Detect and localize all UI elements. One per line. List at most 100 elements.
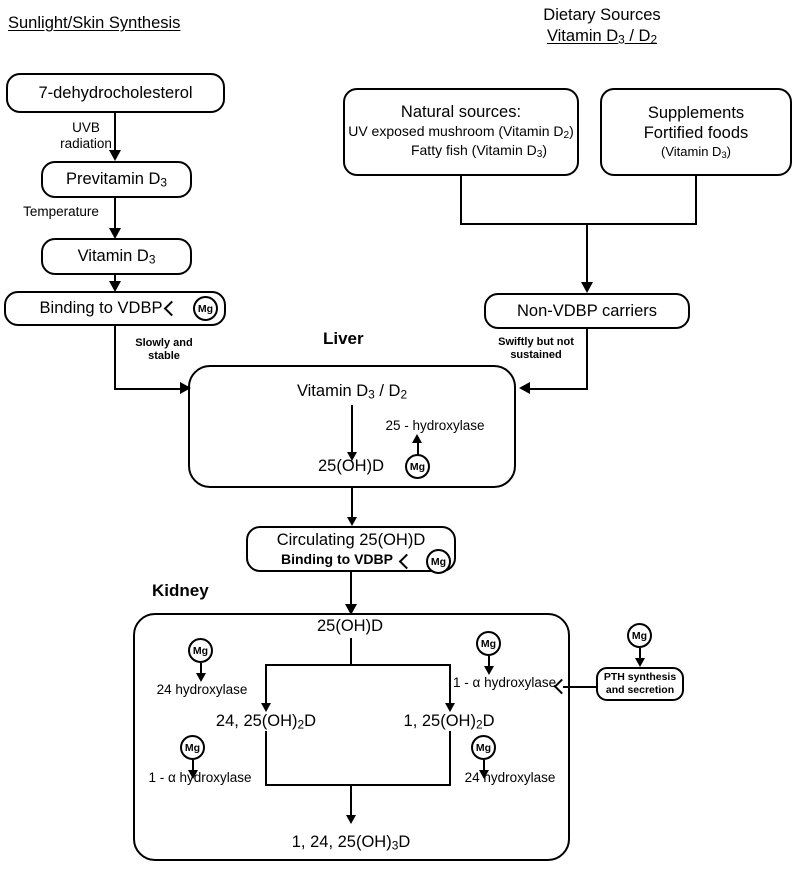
cofactor-mg-24-hydroxylase-right[interactable]: Mg	[471, 735, 496, 760]
connector-mg-to-1a-hydroxylase-left-arrowhead	[188, 770, 198, 779]
node-natural-sources-line3: Fatty fish (Vitamin D3)	[410, 142, 548, 161]
node-circulating-25ohd[interactable]: Circulating 25(OH)D Binding to VDBP	[246, 526, 456, 572]
connector-merge-to-carriers-arrowhead	[580, 282, 593, 293]
connector-previtamin-to-vitamin	[114, 198, 117, 230]
cofactor-mg-1a-hydroxylase-right[interactable]: Mg	[476, 631, 501, 656]
edge-label-temperature: Temperature	[23, 204, 99, 219]
connector-merge-to-final	[350, 784, 352, 820]
connector-supplements-down	[695, 176, 698, 224]
cofactor-mg-circulating-vdbp-label: Mg	[430, 555, 447, 568]
connector-7dhc-to-previtamin	[114, 113, 117, 152]
connector-merge-to-final-arrowhead	[346, 815, 356, 824]
connector-7dhc-to-previtamin-arrowhead	[108, 150, 121, 161]
connector-liver-hydroxylation	[351, 405, 353, 457]
connector-right-metabolite-down	[449, 731, 451, 785]
dietary-sources-title: Dietary Sources Vitamin D3 / D2	[462, 5, 742, 48]
node-7-dehydrocholesterol[interactable]: 7-dehydrocholesterol	[6, 73, 225, 113]
cofactor-mg-binding-vdbp-label: Mg	[197, 302, 214, 315]
node-supplements-line2: Fortified foods	[643, 124, 749, 143]
connector-mg-to-1a-hydroxylase-right	[488, 656, 490, 671]
connector-liver-hydroxylation-arrowhead	[347, 452, 357, 461]
node-natural-sources[interactable]: Natural sources: UV exposed mushroom (Vi…	[343, 88, 579, 176]
node-supplements-line3: (Vitamin D3)	[661, 143, 731, 160]
connector-kidney-split-bar	[265, 664, 451, 666]
edge-label-uvb-line1: UVB	[72, 120, 100, 135]
kidney-metabolite-24-25-oh2d: 24, 25(OH)2D	[215, 712, 317, 732]
dietary-vitamin-d2-sub: 2	[650, 32, 658, 47]
node-circulating-25ohd-line1: Circulating 25(OH)D	[276, 531, 426, 550]
cofactor-mg-pth-label: Mg	[631, 629, 648, 642]
connector-left-metabolite-down	[265, 731, 267, 785]
node-pth-synthesis-line1: PTH synthesis	[603, 671, 677, 684]
organ-label-kidney: Kidney	[152, 581, 209, 600]
cofactor-mg-1a-hydroxylase-left[interactable]: Mg	[180, 735, 205, 760]
connector-kidney-split-right-arrowhead	[445, 703, 455, 712]
cofactor-mg-1a-hydroxylase-right-label: Mg	[480, 637, 497, 650]
node-supplements-line1: Supplements	[647, 103, 745, 122]
liver-enzyme-25-hydroxylase: 25 - hydroxylase	[385, 418, 485, 433]
node-previtamin-d3-label: Previtamin D3	[65, 169, 168, 190]
connector-circulating-to-kidney	[350, 572, 353, 610]
node-natural-sources-line2: UV exposed mushroom (Vitamin D2)	[348, 122, 574, 141]
connector-kidney-split-left-arrowhead	[261, 703, 271, 712]
connector-mg-to-24-hydroxylase-left-arrowhead	[196, 673, 206, 682]
kidney-enzyme-1a-hydroxylase-right: 1 - α hydroxylase	[453, 675, 557, 690]
connector-mg-to-24-hydroxylase-right	[483, 760, 485, 775]
edge-label-swiftly-not-sustained: Swiftly but not sustained	[490, 336, 582, 363]
connector-pth-to-1a-hydroxylase	[563, 686, 613, 688]
connector-vitamin-to-binding	[114, 275, 117, 285]
connector-mg-to-24-hydroxylase-right-arrowhead	[479, 770, 489, 779]
dietary-sources-title-line1: Dietary Sources	[543, 6, 661, 24]
node-pth-synthesis[interactable]: PTH synthesis and secretion	[596, 667, 684, 701]
node-circulating-25ohd-line2: Binding to VDBP	[281, 550, 393, 567]
liver-output-25ohd: 25(OH)D	[317, 457, 384, 475]
connector-kidney-split-stem	[350, 638, 352, 665]
edge-label-slowly-line2: stable	[148, 350, 180, 363]
node-pth-synthesis-line2: and secretion	[605, 684, 675, 696]
kidney-enzyme-24-hydroxylase-left: 24 hydroxylase	[156, 682, 248, 697]
node-vitamin-d3-label: Vitamin D3	[77, 246, 156, 267]
node-binding-to-vdbp-label: Binding to VDBP	[39, 299, 163, 318]
connector-circulating-to-kidney-arrowhead	[344, 604, 357, 615]
sunlight-skin-synthesis-title: Sunlight/Skin Synthesis	[8, 13, 180, 34]
connector-kidney-split-right	[449, 664, 451, 708]
node-previtamin-d3[interactable]: Previtamin D3	[41, 161, 192, 198]
connector-kidney-split-left	[265, 664, 267, 708]
node-binding-to-vdbp[interactable]: Binding to VDBP	[4, 291, 226, 326]
connector-carriers-to-liver-arrowhead	[519, 382, 530, 394]
edge-label-slowly-and-stable: Slowly and stable	[122, 337, 206, 364]
node-non-vdbp-carriers[interactable]: Non-VDBP carriers	[484, 293, 690, 329]
cofactor-mg-25-hydroxylase[interactable]: Mg	[405, 454, 430, 479]
edge-label-slowly-line1: Slowly and	[135, 337, 193, 349]
connector-binding-to-liver-horizontal	[114, 387, 186, 390]
dietary-vitamin-d3-sub: 3	[618, 32, 625, 47]
cofactor-mg-circulating-vdbp[interactable]: Mg	[426, 549, 451, 574]
node-non-vdbp-carriers-label: Non-VDBP carriers	[517, 301, 657, 320]
connector-liver-to-circulating	[351, 488, 353, 521]
cofactor-mg-24-hydroxylase-right-label: Mg	[475, 741, 492, 754]
node-vitamin-d3[interactable]: Vitamin D3	[41, 238, 192, 275]
connector-mg-to-1a-hydroxylase-right-arrowhead	[484, 666, 494, 675]
cofactor-mg-pth[interactable]: Mg	[627, 623, 652, 648]
node-supplements[interactable]: Supplements Fortified foods (Vitamin D3)	[600, 88, 792, 176]
connector-natural-down	[460, 176, 463, 224]
connector-mg-to-25-hydroxylase-arrowhead	[412, 434, 422, 443]
cofactor-mg-binding-vdbp[interactable]: Mg	[193, 296, 218, 321]
dietary-sources-title-line2: Vitamin D3 / D2	[462, 26, 742, 48]
connector-binding-to-liver-vertical	[114, 326, 117, 389]
connector-merge-to-carriers	[586, 223, 589, 284]
connector-metabolite-merge-bar	[265, 784, 451, 786]
cofactor-mg-24-hydroxylase-left[interactable]: Mg	[188, 638, 213, 663]
node-7-dehydrocholesterol-label: 7-dehydrocholesterol	[38, 83, 193, 102]
connector-mg-to-25-hydroxylase	[417, 437, 419, 455]
connector-binding-to-liver-arrowhead	[180, 382, 191, 394]
connector-dietary-merge-bar	[460, 223, 697, 226]
kidney-input-25ohd: 25(OH)D	[316, 617, 383, 635]
kidney-enzyme-24-hydroxylase-right: 24 hydroxylase	[464, 770, 556, 785]
connector-carriers-to-liver-horizontal	[524, 387, 588, 390]
cofactor-mg-25-hydroxylase-label: Mg	[409, 460, 426, 473]
kidney-metabolite-1-25-oh2d: 1, 25(OH)2D	[403, 712, 495, 732]
dietary-vitamin-d-text: Vitamin D	[546, 27, 619, 46]
connector-liver-to-circulating-arrowhead	[347, 517, 357, 526]
